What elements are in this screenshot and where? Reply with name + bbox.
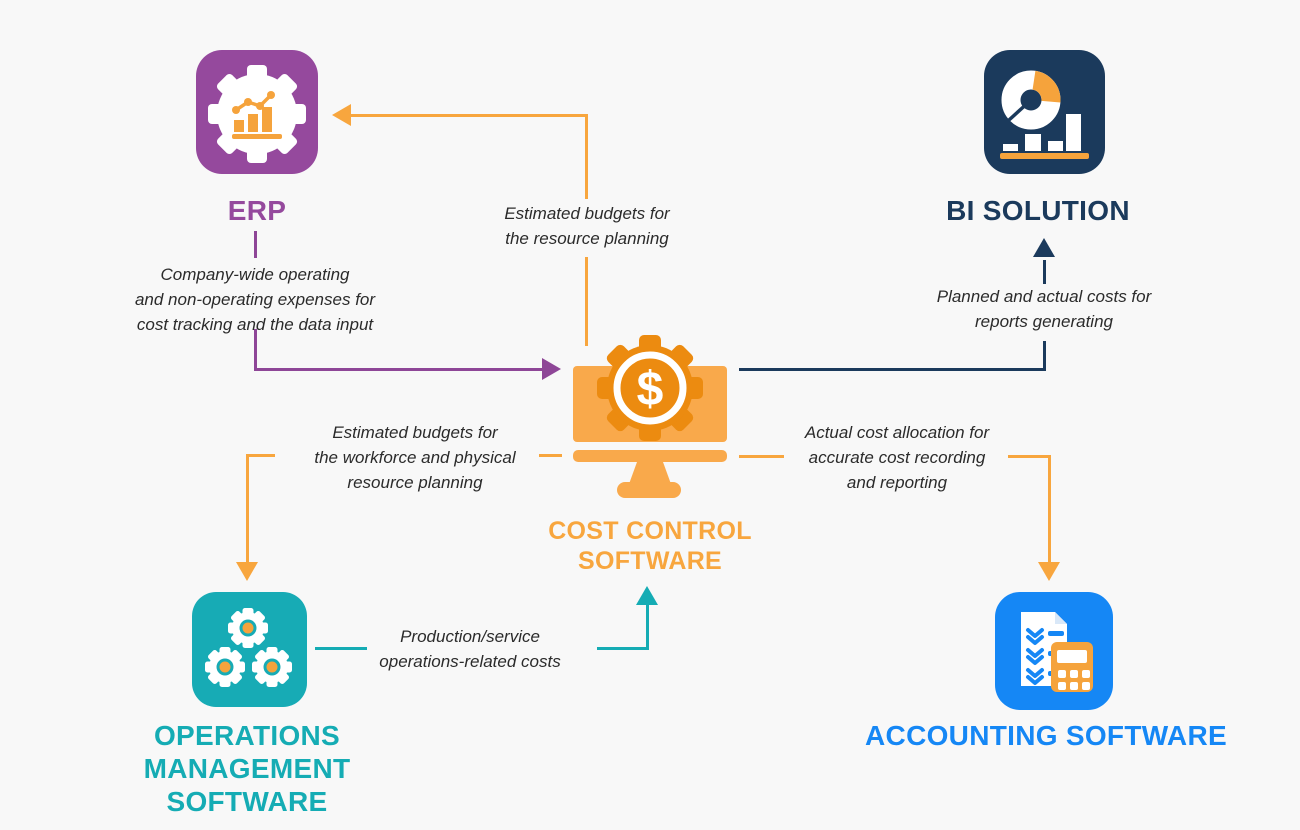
- arrowhead-cost-to-ops: [236, 562, 258, 581]
- bi-solution-node-label: BI SOLUTION: [946, 195, 1130, 226]
- edge-label-cost-to-bi: Planned and actual costs for reports gen…: [936, 287, 1152, 331]
- line-erp-to-cost-dash: [254, 231, 257, 258]
- dollar-glyph: $: [637, 363, 664, 416]
- donut-and-bar-chart-icon: [984, 50, 1105, 174]
- edge-label-cost-to-erp: Estimated budgets for the resource plann…: [504, 204, 670, 248]
- line-ops-to-cost-horizontal: [597, 647, 649, 650]
- edge-label-cost-to-ops: Estimated budgets for the workforce and …: [314, 423, 516, 492]
- line-cost-to-acct-dash-left: [739, 455, 784, 458]
- cost-control-node-label: COST CONTROL SOFTWARE: [548, 517, 752, 575]
- erp-node-label: ERP: [227, 195, 287, 226]
- line-cost-to-ops-dash-right: [539, 454, 562, 457]
- line-cost-to-bi-vertical-top: [1043, 260, 1046, 284]
- line-cost-to-bi-vertical-bottom: [1043, 341, 1046, 371]
- arrowhead-cost-to-bi: [1033, 238, 1055, 257]
- edge-label-cost-to-acct: Actual cost allocation for accurate cost…: [804, 423, 990, 492]
- arrowhead-erp-to-cost: [542, 358, 561, 380]
- line-cost-to-bi-horizontal: [739, 368, 1046, 371]
- line-cost-to-ops-vertical: [246, 454, 249, 564]
- line-cost-to-erp-vertical-top: [585, 114, 588, 199]
- three-gears-icon: [192, 592, 307, 707]
- edge-label-ops-to-cost: Production/service operations-related co…: [379, 627, 561, 671]
- line-ops-to-cost-vertical: [646, 604, 649, 650]
- operations-node-label: OPERATIONS MANAGEMENT SOFTWARE: [143, 720, 351, 817]
- line-cost-to-erp-vertical-bottom: [585, 257, 588, 346]
- arrowhead-cost-to-erp: [332, 104, 351, 126]
- line-cost-to-ops-dash-left: [246, 454, 275, 457]
- gear-with-bar-chart-icon: [196, 50, 318, 174]
- line-erp-to-cost-horizontal: [254, 368, 542, 371]
- line-cost-to-acct-vertical: [1048, 455, 1051, 564]
- edge-label-erp-to-cost: Company-wide operating and non-operating…: [134, 265, 376, 334]
- line-cost-to-erp-horizontal: [351, 114, 587, 117]
- checklist-calculator-icon: [995, 592, 1113, 710]
- arrowhead-cost-to-acct: [1038, 562, 1060, 581]
- line-erp-to-cost-vertical: [254, 329, 257, 371]
- line-ops-to-cost-dash-left: [315, 647, 367, 650]
- accounting-node-label: ACCOUNTING SOFTWARE: [865, 720, 1227, 751]
- arrowhead-ops-to-cost: [636, 586, 658, 605]
- monitor-gear-dollar-icon: $: [565, 330, 735, 502]
- line-cost-to-acct-dash-right: [1008, 455, 1051, 458]
